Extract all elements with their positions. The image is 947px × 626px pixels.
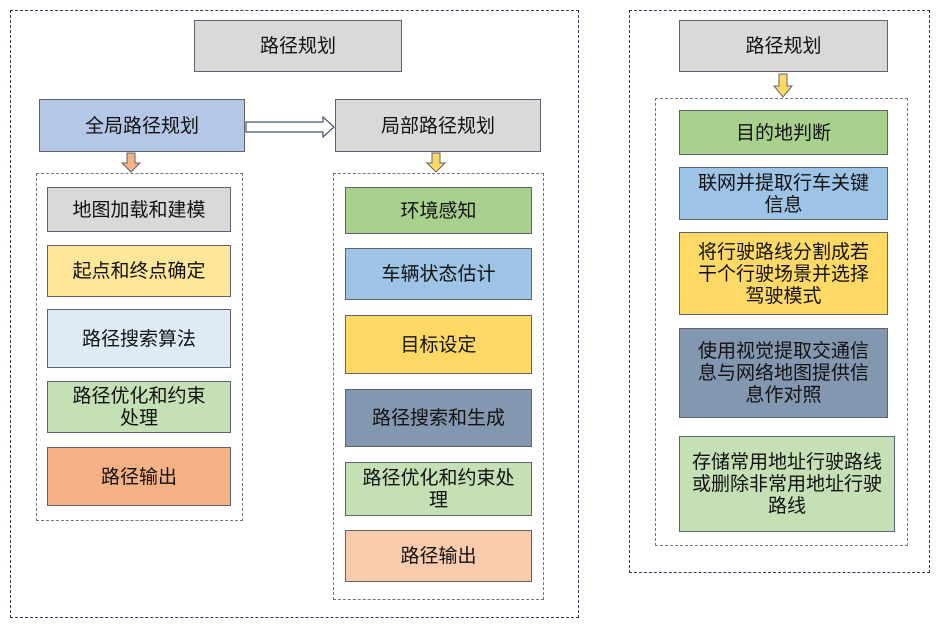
local-step-state-estimation: 车辆状态估计 <box>345 248 532 300</box>
right-step-store-routes: 存储常用地址行驶路线或删除非常用地址行驶路线 <box>679 436 895 532</box>
global-step-label: 路径优化和约束处理 <box>72 385 206 429</box>
local-step-goal-setting: 目标设定 <box>345 315 532 374</box>
local-step-label: 路径搜索和生成 <box>371 407 505 429</box>
right-step-label: 使用视觉提取交通信息与网络地图提供信息作对照 <box>697 340 869 406</box>
local-step-search-generation: 路径搜索和生成 <box>345 389 532 447</box>
global-step-label: 路径输出 <box>100 465 177 488</box>
local-step-label: 环境感知 <box>400 199 477 222</box>
right-step-network-info: 联网并提取行车关键信息 <box>679 167 888 220</box>
global-step-start-end: 起点和终点确定 <box>47 245 231 297</box>
right-panel-frame <box>629 10 930 573</box>
global-step-output: 路径输出 <box>47 447 231 506</box>
global-planning-box: 全局路径规划 <box>39 99 245 152</box>
right-panel-title-label: 路径规划 <box>745 35 822 57</box>
right-step-label: 将行驶路线分割成若干个行驶场景并选择驾驶模式 <box>697 240 869 307</box>
local-planning-label: 局部路径规划 <box>380 114 495 137</box>
global-planning-label: 全局路径规划 <box>84 114 199 137</box>
local-down-arrow <box>425 152 447 173</box>
global-steps-group <box>36 173 243 521</box>
left-panel-frame <box>10 10 579 618</box>
left-panel-title-label: 路径规划 <box>259 35 336 57</box>
global-step-label: 起点和终点确定 <box>72 260 206 282</box>
right-step-destination: 目的地判断 <box>679 110 888 155</box>
global-step-label: 地图加载和建模 <box>72 198 206 221</box>
global-step-search-algorithm: 路径搜索算法 <box>47 309 231 368</box>
local-step-optimization: 路径优化和约束处理 <box>345 462 532 516</box>
local-step-label: 目标设定 <box>400 333 477 356</box>
local-planning-box: 局部路径规划 <box>335 99 541 152</box>
local-step-label: 路径优化和约束处理 <box>362 467 515 511</box>
right-step-label: 存储常用地址行驶路线或删除非常用地址行驶路线 <box>691 451 882 517</box>
local-steps-group <box>333 173 544 600</box>
right-step-label: 目的地判断 <box>735 121 831 144</box>
right-down-arrow <box>772 73 794 98</box>
local-step-output: 路径输出 <box>345 530 532 582</box>
right-step-scenario-split: 将行驶路线分割成若干个行驶场景并选择驾驶模式 <box>679 232 888 315</box>
left-panel-title: 路径规划 <box>194 20 402 72</box>
local-step-label: 路径输出 <box>400 545 477 567</box>
right-panel-title: 路径规划 <box>679 20 888 72</box>
right-steps-group <box>655 98 908 546</box>
right-step-vision-compare: 使用视觉提取交通信息与网络地图提供信息作对照 <box>679 328 888 418</box>
global-down-arrow <box>120 152 142 173</box>
local-step-label: 车辆状态估计 <box>381 263 496 285</box>
global-to-local-arrow <box>245 115 335 139</box>
global-step-label: 路径搜索算法 <box>81 327 196 350</box>
right-step-label: 联网并提取行车关键信息 <box>697 171 869 216</box>
global-step-map-loading: 地图加载和建模 <box>47 187 231 232</box>
global-step-optimization: 路径优化和约束处理 <box>47 381 231 433</box>
local-step-perception: 环境感知 <box>345 187 532 234</box>
